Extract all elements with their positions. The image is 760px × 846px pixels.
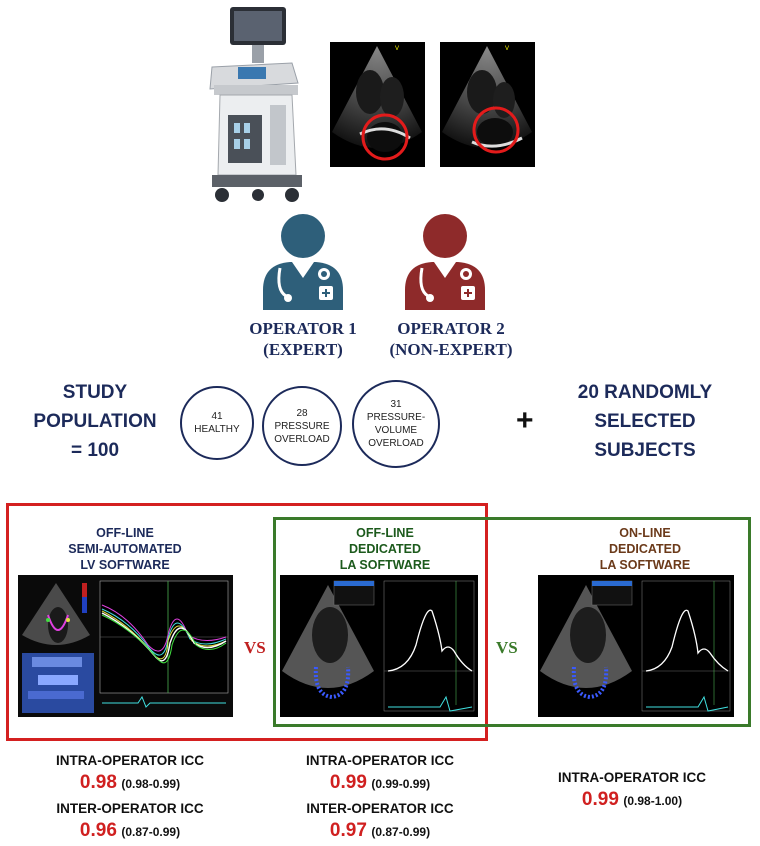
study-population-line1: STUDY (62, 382, 128, 403)
random-subjects-text: 20 RANDOMLY SELECTED SUBJECTS (560, 378, 730, 465)
col2-inter-label: INTER-OPERATOR ICC (306, 801, 454, 816)
red-comparison-box (6, 503, 488, 741)
offline-la-software-screenshot (280, 575, 478, 717)
col2-intra-ci: (0.99-0.99) (371, 777, 431, 791)
software-1-line1: OFF-LINE (96, 526, 154, 540)
echo-image-2: V (440, 42, 535, 167)
group-label: HEALTHY (194, 424, 240, 435)
operator-2-name: OPERATOR 2 (397, 319, 505, 338)
software-2-line2: DEDICATED (349, 542, 421, 556)
group-label: PRESSURE- (366, 412, 426, 423)
group-count: 28 (296, 407, 308, 419)
group-circle-healthy: 41 HEALTHY (180, 386, 254, 460)
vs-label-1: VS (244, 638, 266, 657)
col2-intra-value: 0.99 (329, 772, 367, 793)
random-line3: SUBJECTS (594, 440, 696, 461)
software-3-line1: ON-LINE (619, 526, 671, 540)
software-title-3: ON-LINE DEDICATED LA SOFTWARE (560, 525, 730, 573)
plus-sign: + (516, 404, 534, 437)
software-1-line3: LV SOFTWARE (80, 558, 170, 572)
study-population-title: STUDY POPULATION = 100 (20, 378, 170, 465)
random-line2: SELECTED (594, 411, 696, 432)
green-comparison-box (273, 517, 751, 727)
doctor-icon-operator-1 (258, 212, 348, 312)
col1-inter-ci: (0.87-0.99) (121, 825, 181, 839)
col3-intra-ci: (0.98-1.00) (623, 794, 683, 808)
random-line1: 20 RANDOMLY (577, 382, 713, 403)
group-label: VOLUME (374, 425, 418, 436)
svg-text:V: V (395, 46, 399, 52)
group-label: OVERLOAD (368, 438, 424, 449)
lv-software-screenshot (18, 575, 233, 717)
col2-intra-label: INTRA-OPERATOR ICC (306, 753, 454, 768)
echo-image-1: V (330, 42, 425, 167)
software-2-line1: OFF-LINE (356, 526, 414, 540)
col2-inter-stat: 0.97 (0.87-0.99) (290, 820, 470, 842)
software-3-line2: DEDICATED (609, 542, 681, 556)
col1-intra-value: 0.98 (79, 772, 117, 793)
col1-intra-ci: (0.98-0.99) (121, 777, 181, 791)
col3-intra-stat: 0.99 (0.98-1.00) (542, 789, 722, 811)
group-count: 31 (390, 399, 402, 410)
study-population-line3: = 100 (70, 440, 120, 461)
col3-intra-label: INTRA-OPERATOR ICC (558, 770, 706, 785)
operator-1-role: (EXPERT) (263, 340, 343, 359)
group-count: 41 (211, 411, 223, 422)
col3-intra-value: 0.99 (581, 789, 619, 810)
col1-inter-label: INTER-OPERATOR ICC (56, 801, 204, 816)
col1-intra-label: INTRA-OPERATOR ICC (56, 753, 204, 768)
group-circle-pressure-volume-overload: 31 PRESSURE- VOLUME OVERLOAD (352, 380, 440, 468)
vs-label-2: VS (496, 638, 518, 657)
ultrasound-machine-icon (200, 5, 310, 205)
group-label: OVERLOAD (274, 433, 330, 445)
col1-inter-value: 0.96 (79, 820, 117, 841)
svg-text:V: V (505, 46, 509, 52)
online-la-software-screenshot (538, 575, 734, 717)
doctor-icon-operator-2 (400, 212, 490, 312)
group-circle-pressure-overload: 28 PRESSURE OVERLOAD (262, 386, 342, 466)
operator-2-role: (NON-EXPERT) (389, 340, 513, 359)
col1-intra-stat: 0.98 (0.98-0.99) (40, 772, 220, 794)
col2-inter-ci: (0.87-0.99) (371, 825, 431, 839)
software-1-line2: SEMI-AUTOMATED (68, 542, 182, 556)
group-label: PRESSURE (274, 420, 330, 432)
operator-2-label: OPERATOR 2 (NON-EXPERT) (376, 318, 526, 360)
col2-inter-value: 0.97 (329, 820, 367, 841)
study-population-line2: POPULATION (33, 411, 157, 432)
software-3-line3: LA SOFTWARE (599, 558, 691, 572)
operator-1-name: OPERATOR 1 (249, 319, 357, 338)
col2-intra-stat: 0.99 (0.99-0.99) (290, 772, 470, 794)
software-title-2: OFF-LINE DEDICATED LA SOFTWARE (300, 525, 470, 573)
operator-1-label: OPERATOR 1 (EXPERT) (232, 318, 374, 360)
software-2-line3: LA SOFTWARE (339, 558, 431, 572)
software-title-1: OFF-LINE SEMI-AUTOMATED LV SOFTWARE (40, 525, 210, 573)
col1-inter-stat: 0.96 (0.87-0.99) (40, 820, 220, 842)
